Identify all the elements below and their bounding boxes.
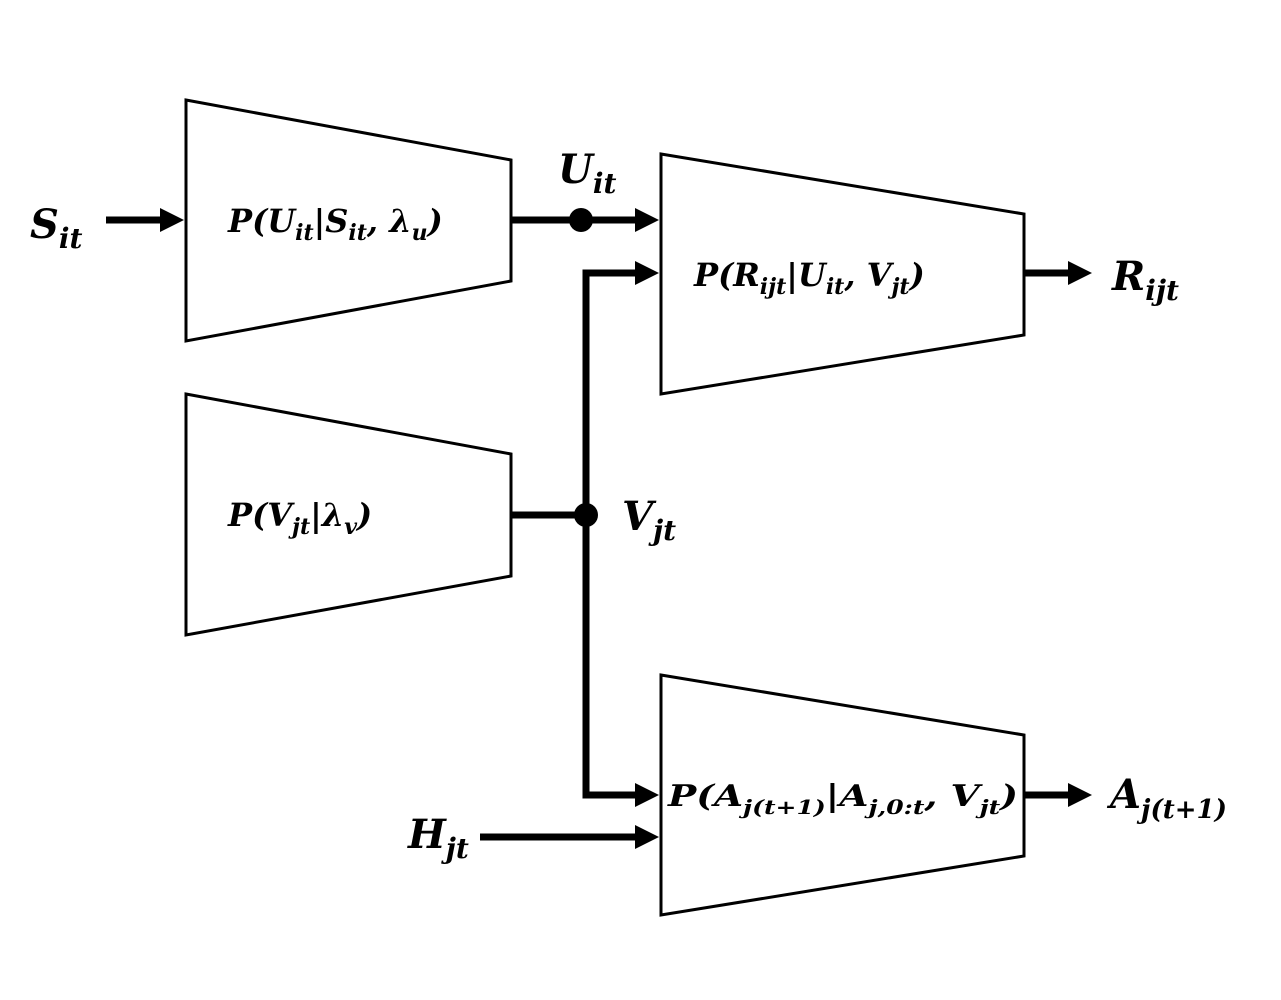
arrowhead-r	[1068, 261, 1092, 285]
arrowhead-s	[160, 208, 184, 232]
formula-rating-likelihood: P(Rijt|Uit, Vjt)	[693, 256, 925, 300]
junction-v	[574, 503, 598, 527]
block-attribute-transition	[659, 673, 1026, 917]
junction-u	[569, 208, 593, 232]
formula-item-prior: P(Vjt|λv)	[227, 496, 372, 540]
label-s-it: Sit	[30, 201, 83, 255]
arrowhead-u	[635, 208, 659, 232]
formula-user-prior: P(Uit|Sit, λu)	[227, 202, 443, 246]
arrowhead-h	[635, 825, 659, 849]
arrowhead-v-to-pr	[635, 261, 659, 285]
label-v-jt: Vjt	[622, 493, 676, 547]
arrowhead-v-to-pa	[635, 783, 659, 807]
label-h-jt: Hjt	[407, 811, 469, 865]
block-item-prior	[184, 392, 513, 637]
arrowhead-a	[1068, 783, 1092, 807]
block-rating-likelihood	[659, 152, 1026, 396]
label-u-it: Uit	[558, 146, 617, 200]
block-user-prior	[184, 98, 513, 343]
label-r-ijt: Rijt	[1111, 253, 1179, 307]
label-a-jt1: Aj(t+1)	[1106, 771, 1227, 825]
edge-v-bus	[582, 269, 636, 799]
